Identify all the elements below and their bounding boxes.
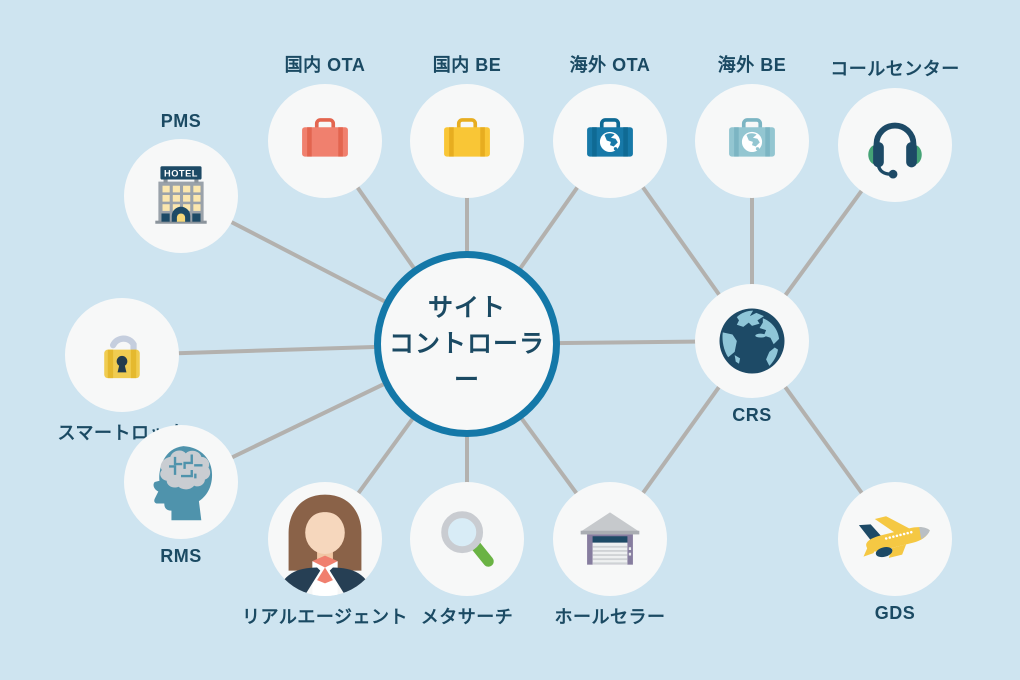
node-kaigai-be: 海外 BE [695, 55, 809, 198]
node-site-controller: サイト コントローラー [374, 251, 560, 437]
agent-woman-icon [277, 494, 373, 596]
svg-text:HOTEL: HOTEL [164, 168, 198, 178]
node-wholesaler: ホールセラー [553, 482, 667, 627]
node-rms: RMS [124, 425, 238, 566]
node-circle [65, 298, 179, 412]
node-circle [268, 482, 382, 596]
magnifier-icon [441, 511, 494, 567]
node-circle [124, 425, 238, 539]
suitcase-globe-lightblue-icon [729, 118, 775, 157]
node-circle [268, 84, 382, 198]
node-call-center: コールセンター [830, 59, 959, 202]
globe-icon [719, 308, 785, 374]
node-circle [553, 84, 667, 198]
node-metasearch: メタサーチ [410, 482, 524, 627]
node-label: ホールセラー [554, 607, 666, 627]
brain-head-icon [153, 446, 213, 521]
suitcase-yellow-icon [444, 118, 490, 157]
node-crs: CRS [695, 284, 809, 425]
node-gds: GDS [838, 482, 952, 623]
padlock-icon [104, 335, 140, 379]
node-kokunai-ota: 国内 OTA [268, 55, 382, 198]
node-label: CRS [732, 405, 772, 425]
node-pms: HOTEL PMS [124, 111, 238, 253]
node-smart-lock: スマートロック [58, 298, 186, 443]
hotel-icon: HOTEL [155, 166, 207, 224]
node-circle [410, 482, 524, 596]
node-circle [553, 482, 667, 596]
node-kaigai-ota: 海外 OTA [553, 55, 667, 198]
node-label: コールセンター [830, 59, 960, 79]
site-controller-circle: サイト コントローラー [374, 251, 560, 437]
node-circle [695, 284, 809, 398]
node-label: 国内 OTA [284, 55, 366, 75]
node-real-agent: リアルエージェント [242, 482, 407, 627]
warehouse-icon [580, 512, 640, 565]
node-circle: HOTEL [124, 139, 238, 253]
node-label: 海外 BE [717, 55, 787, 75]
node-label: 国内 BE [432, 55, 502, 75]
suitcase-red-icon [302, 118, 348, 157]
node-kokunai-be: 国内 BE [410, 55, 524, 198]
airplane-icon [858, 516, 930, 558]
node-circle [838, 482, 952, 596]
suitcase-globe-blue-icon [587, 118, 633, 157]
node-circle [838, 88, 952, 202]
node-label: メタサーチ [420, 607, 514, 627]
node-label: 海外 OTA [569, 55, 651, 75]
node-label: GDS [874, 603, 916, 623]
site-controller-label: サイト コントローラー [388, 293, 545, 395]
node-label: リアルエージェント [242, 607, 408, 627]
node-circle [695, 84, 809, 198]
headset-icon [868, 122, 922, 179]
node-label: PMS [160, 111, 202, 131]
node-label: RMS [160, 546, 202, 566]
node-circle [410, 84, 524, 198]
